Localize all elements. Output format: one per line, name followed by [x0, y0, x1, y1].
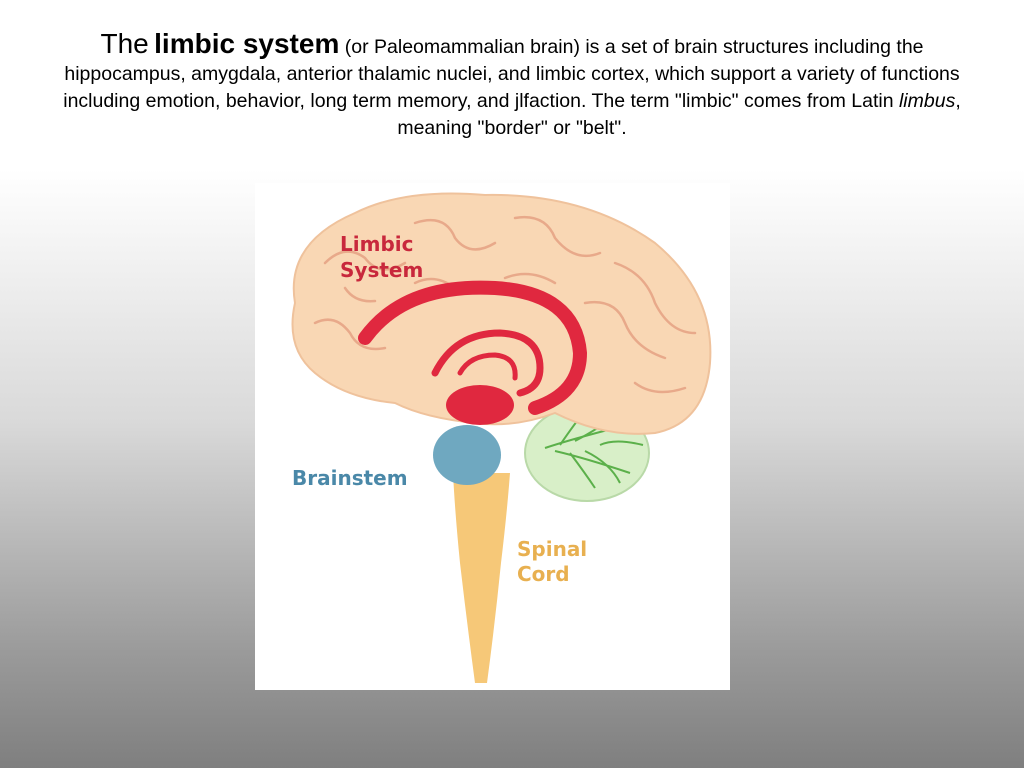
label-limbic-line1: Limbic [340, 232, 413, 256]
label-brainstem: Brainstem [292, 466, 408, 490]
amygdala [446, 385, 514, 425]
brain-diagram-svg: Limbic System Brainstem Spinal Cord [291, 192, 712, 683]
limbic-system-structure [358, 280, 588, 415]
paragraph-text-1: (or Paleomammalian brain) is a set of br… [63, 36, 960, 112]
intro-word: The [100, 28, 149, 59]
spinal-cord [453, 473, 510, 683]
latin-word: limbus [898, 90, 956, 112]
brainstem [433, 425, 501, 485]
term-limbic-system: limbic system [154, 28, 340, 59]
cerebrum [291, 192, 712, 435]
label-spinal-line2: Cord [517, 562, 570, 586]
label-limbic-line2: System [340, 258, 423, 282]
label-spinal-line1: Spinal [517, 537, 587, 561]
brain-illustration: Limbic System Brainstem Spinal Cord [255, 183, 730, 690]
paragraph-text-2: , meaning "border" or "belt". [397, 90, 961, 139]
slide-paragraph: The limbic system (or Paleomammalian bra… [40, 30, 984, 142]
